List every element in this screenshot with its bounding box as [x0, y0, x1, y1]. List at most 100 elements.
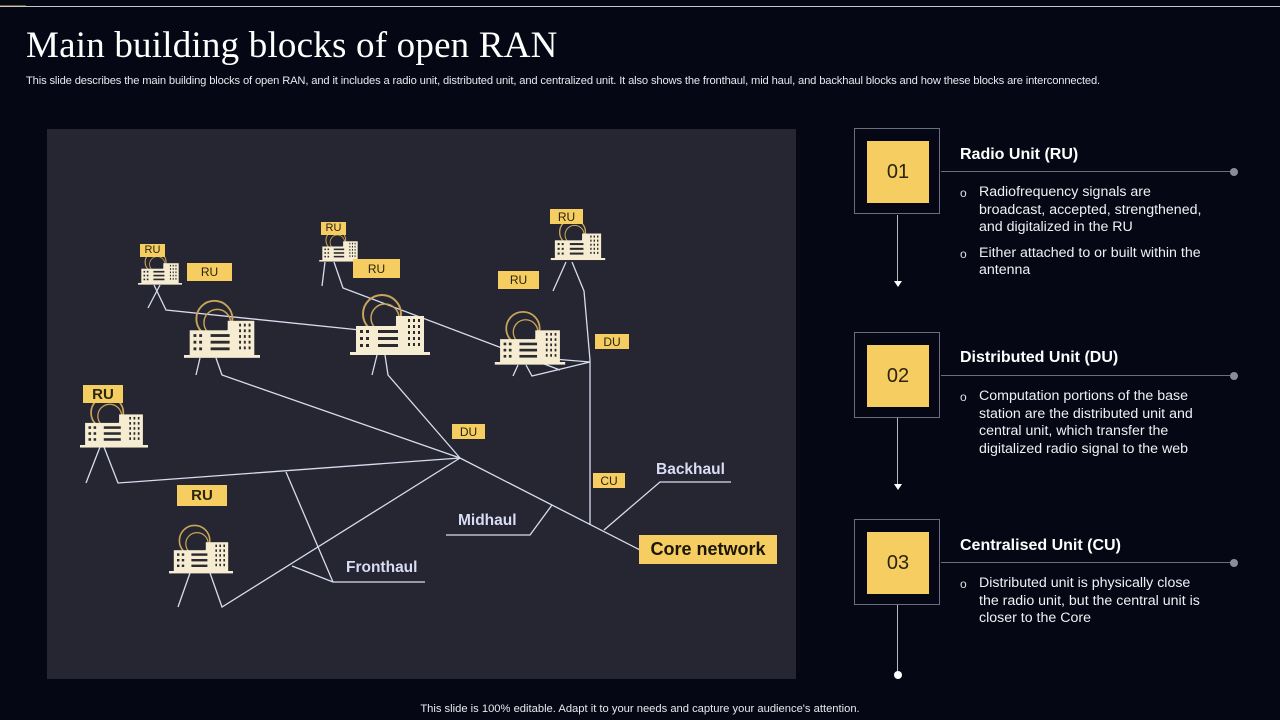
- window: [210, 340, 230, 344]
- window: [146, 270, 149, 273]
- fronthaul-line: [384, 354, 461, 459]
- window: [333, 252, 345, 254]
- window: [243, 340, 246, 344]
- window: [137, 422, 140, 425]
- window: [519, 354, 538, 358]
- window: [129, 427, 131, 430]
- midhaul-backhaul-line: [459, 457, 641, 551]
- window: [199, 347, 203, 351]
- window: [327, 255, 330, 258]
- window: [354, 249, 356, 251]
- window: [210, 334, 230, 337]
- window: [146, 278, 149, 281]
- window: [503, 354, 507, 358]
- window: [243, 323, 246, 327]
- window: [597, 243, 599, 246]
- window: [590, 247, 592, 250]
- step-end-dot: [1230, 372, 1238, 380]
- window: [418, 325, 420, 328]
- building-base: [138, 283, 182, 285]
- window: [153, 270, 165, 273]
- step-number: 02: [867, 345, 929, 407]
- window: [177, 553, 180, 556]
- window: [181, 553, 185, 556]
- window: [191, 559, 208, 562]
- window: [378, 337, 398, 340]
- window: [351, 255, 353, 257]
- window: [597, 251, 599, 254]
- step-end-dot: [1230, 168, 1238, 176]
- fronthaul-line: [525, 361, 591, 377]
- window: [413, 325, 415, 328]
- window: [169, 274, 171, 277]
- window: [378, 344, 398, 347]
- window: [193, 347, 197, 351]
- ru-tag: RU: [550, 209, 583, 224]
- window: [88, 438, 92, 441]
- window: [248, 340, 251, 344]
- window: [223, 559, 225, 562]
- window: [243, 335, 246, 338]
- window: [418, 343, 420, 346]
- window: [545, 354, 548, 357]
- ru-tag: RU: [140, 244, 165, 257]
- step-connector-line: [941, 171, 1233, 172]
- window: [590, 235, 592, 238]
- window: [545, 338, 548, 341]
- building-tower: [163, 263, 179, 283]
- window: [554, 348, 557, 352]
- window: [133, 437, 136, 440]
- window: [172, 264, 174, 267]
- ru-tag: RU: [498, 271, 539, 289]
- window: [569, 252, 584, 255]
- window: [354, 245, 356, 248]
- window: [508, 348, 512, 352]
- window: [143, 278, 146, 281]
- window: [153, 274, 165, 277]
- window: [133, 427, 136, 430]
- window: [143, 270, 146, 273]
- window: [215, 563, 217, 567]
- window: [324, 248, 326, 251]
- window: [590, 243, 592, 246]
- antenna-leg: [85, 446, 101, 484]
- window: [215, 549, 217, 552]
- window: [360, 337, 363, 340]
- window: [103, 426, 121, 429]
- building-antenna-icon: [350, 294, 430, 355]
- window: [177, 559, 180, 562]
- step-number-frame: 02: [854, 332, 940, 418]
- ru-tag: RU: [187, 263, 232, 281]
- window: [248, 323, 251, 327]
- building-base: [184, 355, 260, 358]
- building-base: [494, 362, 566, 365]
- step-title: Distributed Unit (DU): [960, 349, 1119, 366]
- window: [597, 239, 599, 242]
- window: [593, 235, 595, 238]
- timeline-line: [897, 605, 898, 673]
- ru-tag: RU: [321, 222, 346, 235]
- window: [223, 563, 225, 567]
- antenna-leg: [552, 261, 567, 292]
- window: [354, 255, 356, 257]
- building-antenna-icon: [319, 229, 361, 262]
- timeline-end-dot: [894, 671, 902, 679]
- window: [133, 416, 136, 420]
- bullet-icon: o: [960, 186, 967, 200]
- window: [360, 344, 363, 347]
- window: [243, 346, 246, 350]
- window: [413, 331, 415, 334]
- window: [418, 319, 420, 322]
- window: [223, 549, 225, 552]
- window: [593, 251, 595, 254]
- window: [569, 247, 584, 250]
- window: [324, 255, 326, 258]
- window: [327, 248, 330, 251]
- window: [408, 325, 410, 328]
- building-base: [80, 445, 148, 448]
- arrow-down-icon: [894, 281, 902, 287]
- window: [354, 242, 356, 245]
- window: [103, 438, 121, 441]
